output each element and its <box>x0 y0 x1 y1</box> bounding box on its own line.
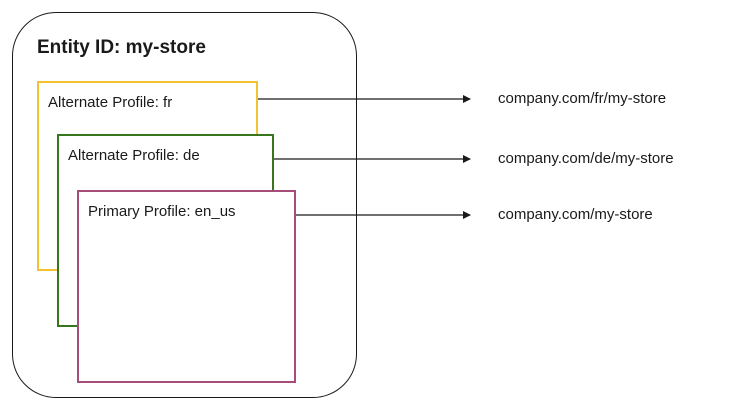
entity-title: Entity ID: my-store <box>37 37 206 58</box>
url-de: company.com/de/my-store <box>498 150 674 167</box>
url-fr: company.com/fr/my-store <box>498 90 667 107</box>
entity-container <box>12 12 357 398</box>
url-en-us: company.com/my-store <box>498 206 653 223</box>
profile-label-fr: Alternate Profile: fr <box>48 94 173 111</box>
profile-label-en-us: Primary Profile: en_us <box>88 203 236 220</box>
profile-label-de: Alternate Profile: de <box>68 147 200 164</box>
profile-card-en-us: Primary Profile: en_us <box>77 190 296 383</box>
